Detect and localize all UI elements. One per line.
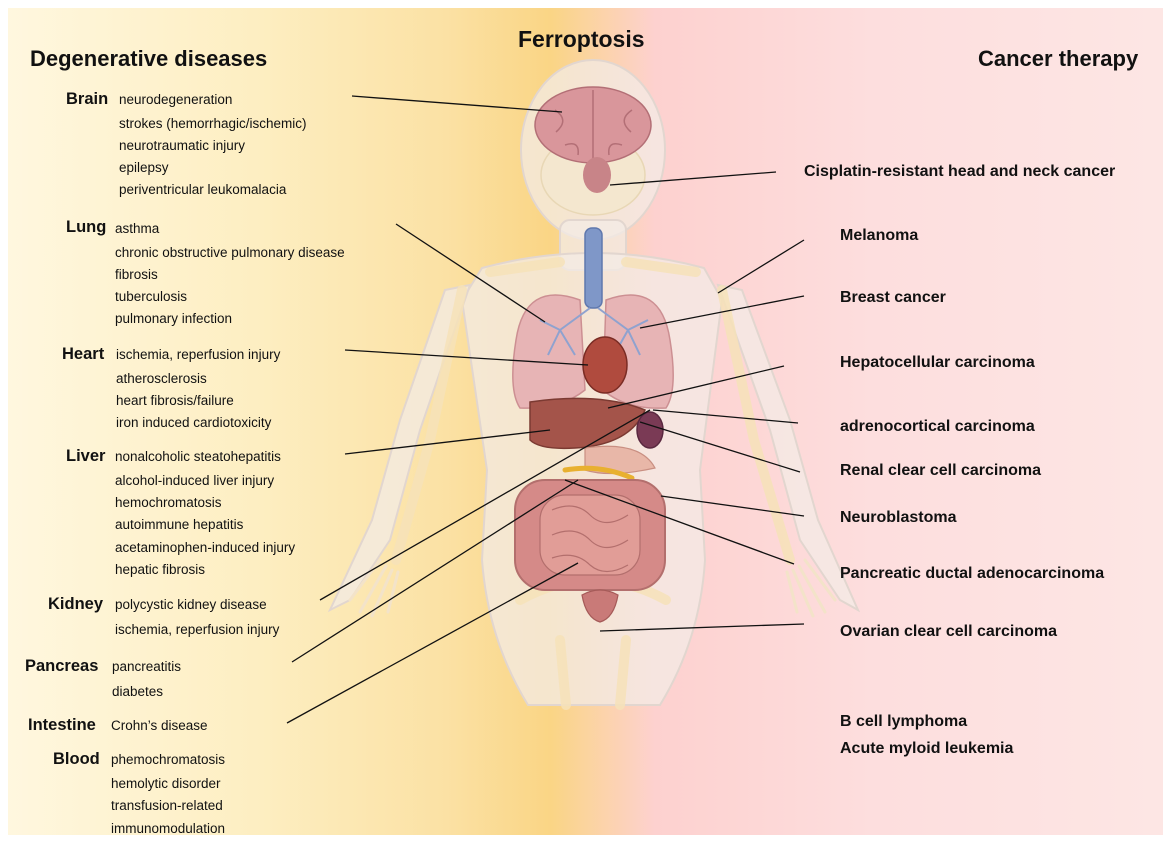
lung-disease: asthma	[115, 222, 159, 236]
blood-disease: immunomodulation	[111, 822, 225, 836]
brain-disease: neurodegeneration	[119, 93, 232, 107]
cancer-label: Cisplatin-resistant head and neck cancer	[804, 164, 1115, 180]
pancreas-disease: diabetes	[112, 685, 163, 699]
cancer-heading: Cancer therapy	[978, 48, 1138, 70]
kidney-organ	[637, 412, 663, 448]
brain-label: Brain	[66, 91, 108, 108]
brainstem	[583, 157, 611, 193]
cancer-label: Melanoma	[840, 228, 918, 244]
blood-disease: hemolytic disorder	[111, 777, 221, 791]
cancer-label: Hepatocellular carcinoma	[840, 355, 1035, 371]
brain-disease: epilepsy	[119, 161, 169, 175]
kidney-label: Kidney	[48, 596, 103, 613]
heart-organ	[583, 337, 627, 393]
liver-disease: acetaminophen-induced injury	[115, 541, 295, 555]
cancer-label: Pancreatic ductal adenocarcinoma	[840, 566, 1104, 582]
pancreas-disease: pancreatitis	[112, 660, 181, 674]
lung-disease: chronic obstructive pulmonary disease	[115, 246, 345, 260]
brain-disease: strokes (hemorrhagic/ischemic)	[119, 117, 307, 131]
brain-disease: periventricular leukomalacia	[119, 183, 286, 197]
kidney-disease: ischemia, reperfusion injury	[115, 623, 279, 637]
trachea	[585, 228, 602, 308]
brain-disease: neurotraumatic injury	[119, 139, 245, 153]
heart-disease: iron induced cardiotoxicity	[116, 416, 271, 430]
lung-label: Lung	[66, 219, 106, 236]
blood-disease: transfusion-related	[111, 799, 223, 813]
cancer-label: Ovarian clear cell carcinoma	[840, 624, 1057, 640]
blood-disease: phemochromatosis	[111, 753, 225, 767]
heart-disease: ischemia, reperfusion injury	[116, 348, 280, 362]
lung-disease: pulmonary infection	[115, 312, 232, 326]
cancer-label: B cell lymphoma	[840, 714, 967, 730]
cancer-label: Neuroblastoma	[840, 510, 956, 526]
kidney-disease: polycystic kidney disease	[115, 598, 267, 612]
figure-title: Ferroptosis	[518, 28, 645, 51]
liver-disease: nonalcoholic steatohepatitis	[115, 450, 281, 464]
cancer-label: Breast cancer	[840, 290, 946, 306]
pancreas-label: Pancreas	[25, 658, 98, 675]
heart-disease: heart fibrosis/failure	[116, 394, 234, 408]
liver-disease: alcohol-induced liver injury	[115, 474, 274, 488]
intestine-disease: Crohn’s disease	[111, 719, 208, 733]
cancer-label: Renal clear cell carcinoma	[840, 463, 1041, 479]
cancer-label: Acute myloid leukemia	[840, 741, 1013, 757]
heart-disease: atherosclerosis	[116, 372, 207, 386]
lung-disease: fibrosis	[115, 268, 158, 282]
liver-disease: hepatic fibrosis	[115, 563, 205, 577]
degenerative-heading: Degenerative diseases	[30, 48, 267, 70]
lung-disease: tuberculosis	[115, 290, 187, 304]
blood-label: Blood	[53, 751, 100, 768]
intestine-label: Intestine	[28, 717, 96, 734]
liver-label: Liver	[66, 448, 105, 465]
liver-disease: autoimmune hepatitis	[115, 518, 243, 532]
cancer-label: adrenocortical carcinoma	[840, 419, 1035, 435]
liver-disease: hemochromatosis	[115, 496, 222, 510]
small-intestine	[540, 495, 640, 575]
heart-label: Heart	[62, 346, 104, 363]
